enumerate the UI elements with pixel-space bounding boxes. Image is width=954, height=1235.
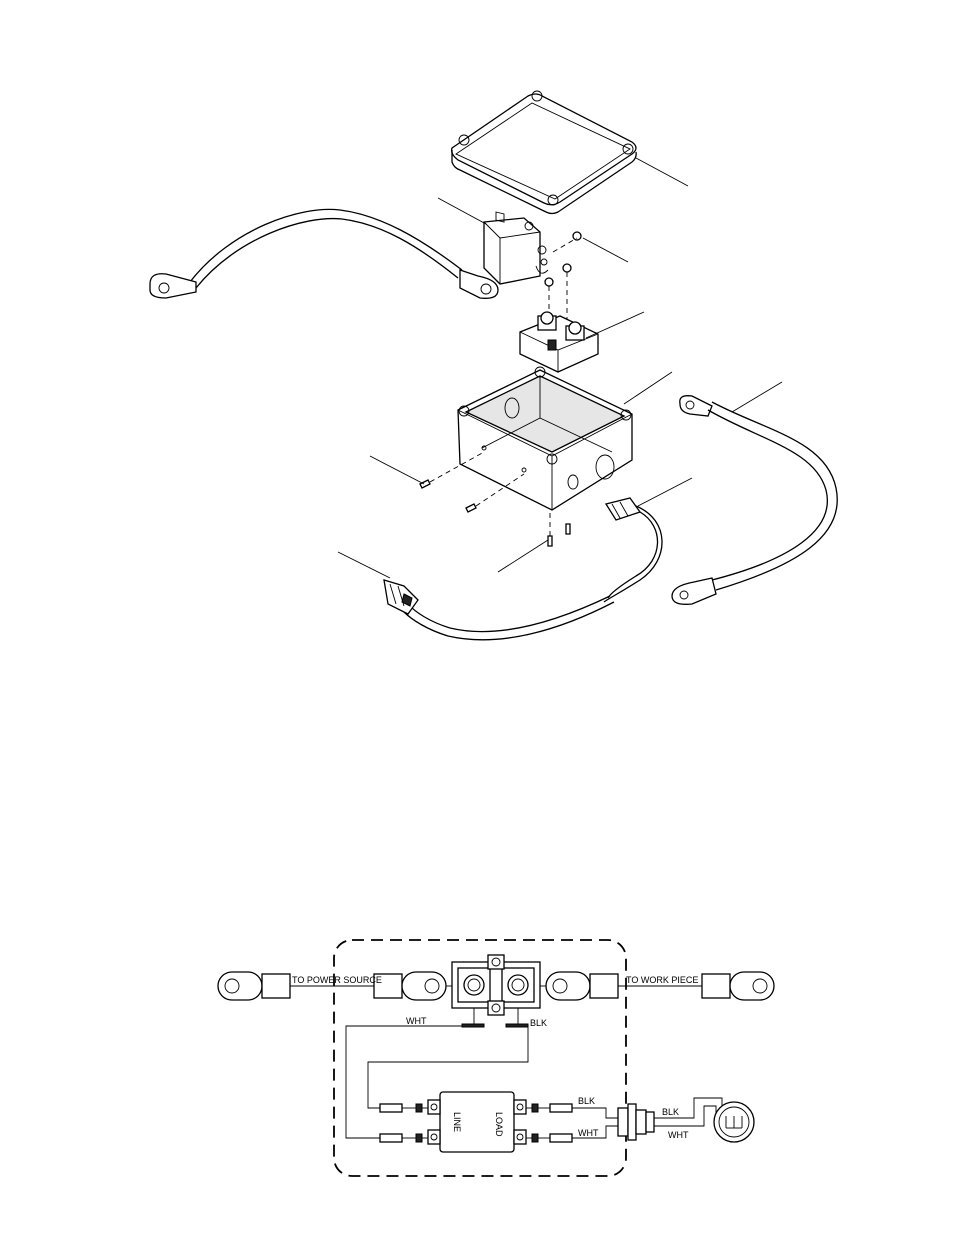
filter-left-connectors	[379, 1103, 423, 1143]
leader-line-nut	[582, 237, 629, 263]
power-source-lugs	[217, 971, 447, 1001]
exploded-assembly-drawing	[149, 90, 838, 641]
label-wht-right: WHT	[578, 1128, 599, 1138]
label-blk-top: BLK	[530, 1018, 547, 1028]
assembly-dash-line	[552, 237, 578, 253]
filter-right-connectors	[531, 1103, 618, 1143]
leader-line-screw-bottom	[497, 539, 549, 573]
label-to-power-source: TO POWER SOURCE	[292, 975, 382, 985]
label-blk-plug: BLK	[662, 1107, 679, 1117]
leader-line-filter	[437, 197, 487, 225]
schematic-rfi-filter	[422, 1091, 532, 1153]
rfi-filter-module	[483, 211, 549, 285]
label-wht-top: WHT	[406, 1016, 427, 1026]
leader-line-plug	[337, 551, 391, 579]
enclosure-outline	[333, 939, 627, 1177]
control-cable-wires	[654, 1097, 723, 1127]
schematic-terminal-block	[451, 954, 541, 1028]
leader-line-right-cable	[731, 381, 783, 413]
round-plug	[713, 1101, 755, 1143]
mounting-screws	[419, 479, 571, 547]
leader-line-terminal	[585, 311, 645, 339]
control-cable	[383, 497, 663, 641]
leader-line-screw-side	[369, 455, 425, 485]
panel-receptacle	[617, 1103, 655, 1141]
work-piece-lugs	[545, 971, 775, 1001]
assembly-dash-line	[429, 451, 485, 483]
work-piece-cable	[671, 395, 838, 605]
label-blk-right: BLK	[578, 1096, 595, 1106]
internal-wiring	[345, 1025, 529, 1139]
assembly-dash-line	[475, 473, 525, 507]
enclosure-box	[457, 366, 633, 511]
label-load: LOAD	[494, 1112, 504, 1137]
terminal-block	[519, 311, 599, 373]
leader-line-cover	[635, 157, 689, 187]
leader-line-box	[623, 371, 673, 405]
label-wht-plug: WHT	[668, 1130, 689, 1140]
power-source-cable	[149, 208, 499, 299]
leader-line-control-connector	[637, 477, 693, 507]
enclosure-cover	[450, 90, 637, 215]
hex-nuts	[544, 231, 582, 287]
label-line: LINE	[452, 1112, 462, 1132]
label-to-work-piece: TO WORK PIECE	[626, 975, 698, 985]
